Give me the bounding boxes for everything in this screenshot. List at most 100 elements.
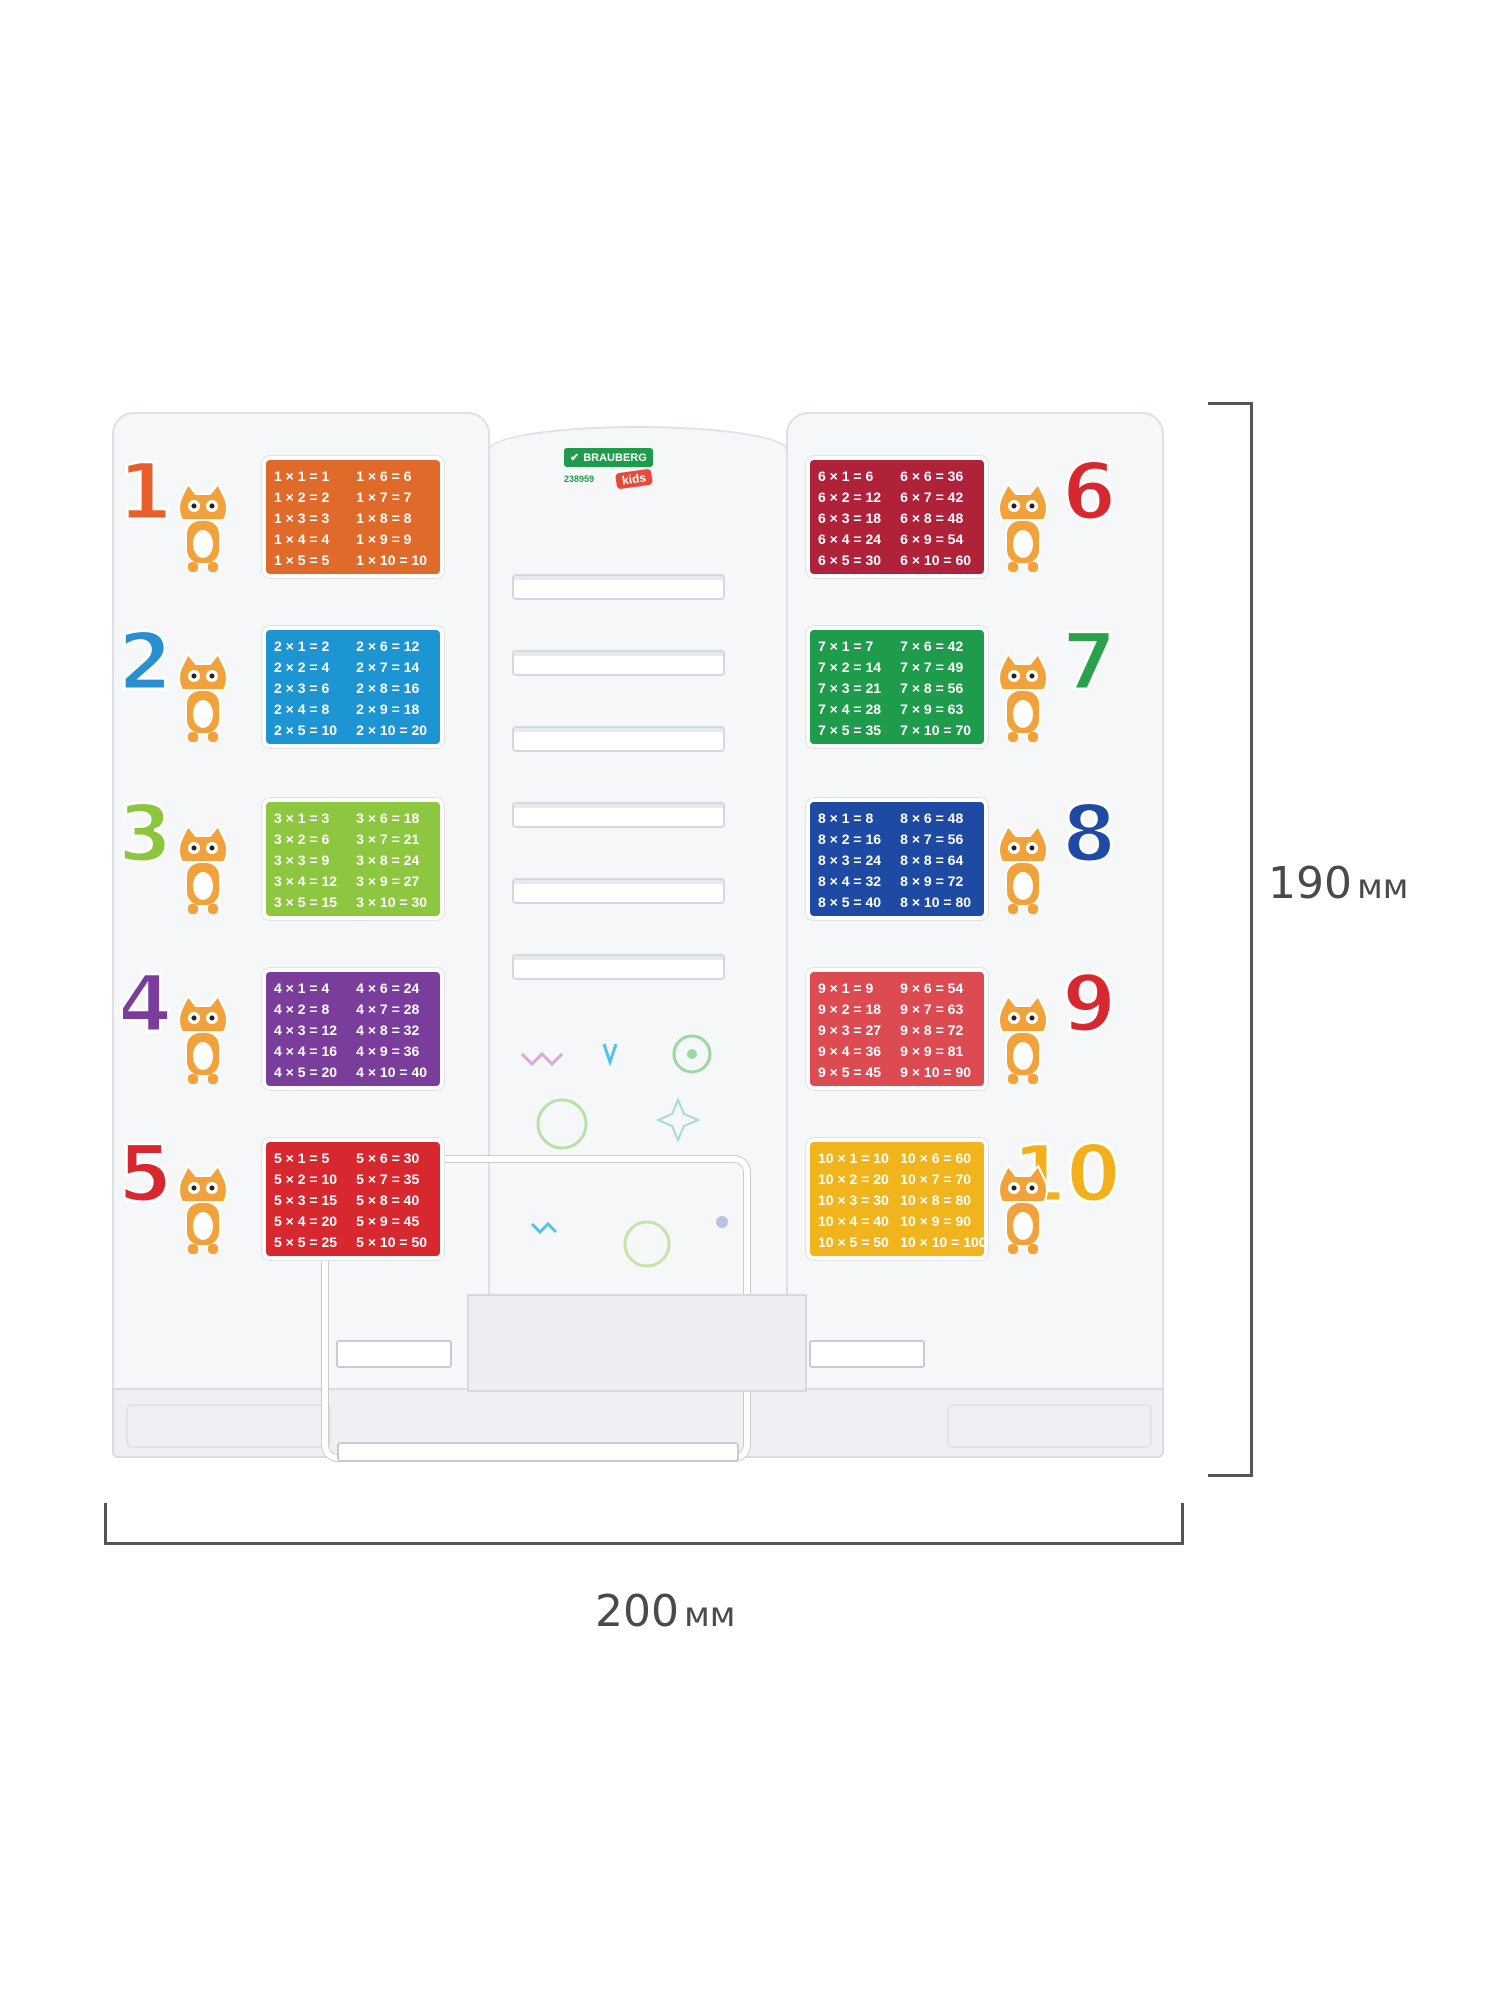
- times-table-cell: 5 × 4 = 20: [274, 1213, 338, 1229]
- times-table-cell: 8 × 5 = 40: [818, 894, 882, 910]
- times-table-row: 9 × 1 = 9 9 × 6 = 54: [818, 978, 976, 999]
- times-table-cell: 2 × 1 = 2: [274, 638, 330, 654]
- times-table-cell: 2 × 7 = 14: [356, 659, 420, 675]
- times-table-row: 2 × 5 = 10 2 × 10 = 20: [274, 720, 432, 741]
- times-table-cell: 2 × 3 = 6: [274, 680, 330, 696]
- times-table-row: 2 × 1 = 2 2 × 6 = 12: [274, 636, 432, 657]
- times-table-cell: 1 × 7 = 7: [356, 489, 412, 505]
- times-table-cell: 10 × 10 = 100: [900, 1234, 987, 1250]
- times-table-cell: 7 × 4 = 28: [818, 701, 882, 717]
- height-dimension-label: 190 мм: [1268, 858, 1408, 909]
- width-dimension-cap-left: [104, 1503, 107, 1545]
- kids-badge: kids: [615, 468, 654, 490]
- times-table-cell: 9 × 5 = 45: [818, 1064, 882, 1080]
- times-table-cell: 6 × 1 = 6: [818, 468, 874, 484]
- times-table-row: 1 × 2 = 2 1 × 7 = 7: [274, 487, 432, 508]
- times-table-cell: 9 × 7 = 63: [900, 1001, 964, 1017]
- times-table-cell: 4 × 10 = 40: [356, 1064, 428, 1080]
- table-number-2: 2: [116, 618, 173, 708]
- cat-mascot-icon: [998, 824, 1048, 914]
- center-decorations: [520, 1034, 728, 1268]
- times-table-cell: 1 × 9 = 9: [356, 531, 412, 547]
- cat-mascot-icon: [998, 652, 1048, 742]
- times-table-cell: 1 × 10 = 10: [356, 552, 428, 568]
- times-table-cell: 6 × 5 = 30: [818, 552, 882, 568]
- cat-mascot-icon: [178, 1164, 228, 1254]
- times-table-cell: 4 × 1 = 4: [274, 980, 330, 996]
- times-table-cell: 2 × 8 = 16: [356, 680, 420, 696]
- times-table-cell: 10 × 3 = 30: [818, 1192, 889, 1208]
- height-dimension-cap-bottom: [1208, 1474, 1253, 1477]
- times-table-cell: 7 × 7 = 49: [900, 659, 964, 675]
- times-table-cell: 1 × 3 = 3: [274, 510, 330, 526]
- center-slot-1: [512, 574, 725, 600]
- times-table-cell: 4 × 4 = 16: [274, 1043, 338, 1059]
- center-slot-3: [512, 726, 725, 752]
- times-table-cell: 6 × 8 = 48: [900, 510, 964, 526]
- times-table-row: 1 × 3 = 3 1 × 8 = 8: [274, 508, 432, 529]
- times-table-cell: 10 × 5 = 50: [818, 1234, 889, 1250]
- times-table-cell: 10 × 9 = 90: [900, 1213, 972, 1229]
- times-table-cell: 2 × 10 = 20: [356, 722, 428, 738]
- times-table-cell: 9 × 3 = 27: [818, 1022, 882, 1038]
- times-table-cell: 6 × 6 = 36: [900, 468, 964, 484]
- height-dimension-cap-top: [1208, 402, 1253, 405]
- times-table-row: 6 × 1 = 6 6 × 6 = 36: [818, 466, 976, 487]
- times-table-cell: 1 × 1 = 1: [274, 468, 330, 484]
- times-table-cell: 2 × 6 = 12: [356, 638, 420, 654]
- base-groove-left: [126, 1404, 331, 1448]
- table-number-7: 7: [1060, 618, 1117, 708]
- times-table-cell: 9 × 10 = 90: [900, 1064, 972, 1080]
- times-table-cell: 8 × 9 = 72: [900, 873, 964, 889]
- times-table-cell: 5 × 7 = 35: [356, 1171, 420, 1187]
- times-table-cell: 8 × 3 = 24: [818, 852, 882, 868]
- times-table-row: 4 × 5 = 20 4 × 10 = 40: [274, 1062, 432, 1083]
- times-table-cell: 10 × 2 = 20: [818, 1171, 889, 1187]
- wire-front-bar: [337, 1442, 739, 1462]
- times-table-cell: 8 × 10 = 80: [900, 894, 972, 910]
- times-table-row: 4 × 4 = 16 4 × 9 = 36: [274, 1041, 432, 1062]
- times-table-cell: 2 × 5 = 10: [274, 722, 338, 738]
- times-table-cell: 7 × 8 = 56: [900, 680, 964, 696]
- times-table-cell: 4 × 9 = 36: [356, 1043, 420, 1059]
- times-table-cell: 6 × 9 = 54: [900, 531, 964, 547]
- times-table-cell: 5 × 6 = 30: [356, 1150, 420, 1166]
- times-table-cell: 9 × 4 = 36: [818, 1043, 882, 1059]
- times-table-cell: 8 × 8 = 64: [900, 852, 964, 868]
- cat-mascot-icon: [998, 482, 1048, 572]
- width-dimension-line: [104, 1542, 1184, 1545]
- times-table-cell: 1 × 2 = 2: [274, 489, 330, 505]
- times-table-cell: 1 × 8 = 8: [356, 510, 412, 526]
- times-table-cell: 4 × 3 = 12: [274, 1022, 338, 1038]
- times-table-cell: 5 × 1 = 5: [274, 1150, 330, 1166]
- hinge-right: [809, 1340, 925, 1368]
- times-table-cell: 9 × 1 = 9: [818, 980, 874, 996]
- times-table-cell: 9 × 6 = 54: [900, 980, 964, 996]
- times-table-cell: 5 × 5 = 25: [274, 1234, 338, 1250]
- times-table-row: 8 × 5 = 40 8 × 10 = 80: [818, 892, 976, 913]
- times-table-cell: 10 × 6 = 60: [900, 1150, 972, 1166]
- times-table-cell: 10 × 8 = 80: [900, 1192, 972, 1208]
- times-table-cell: 4 × 5 = 20: [274, 1064, 338, 1080]
- product-code: 238959: [564, 474, 595, 484]
